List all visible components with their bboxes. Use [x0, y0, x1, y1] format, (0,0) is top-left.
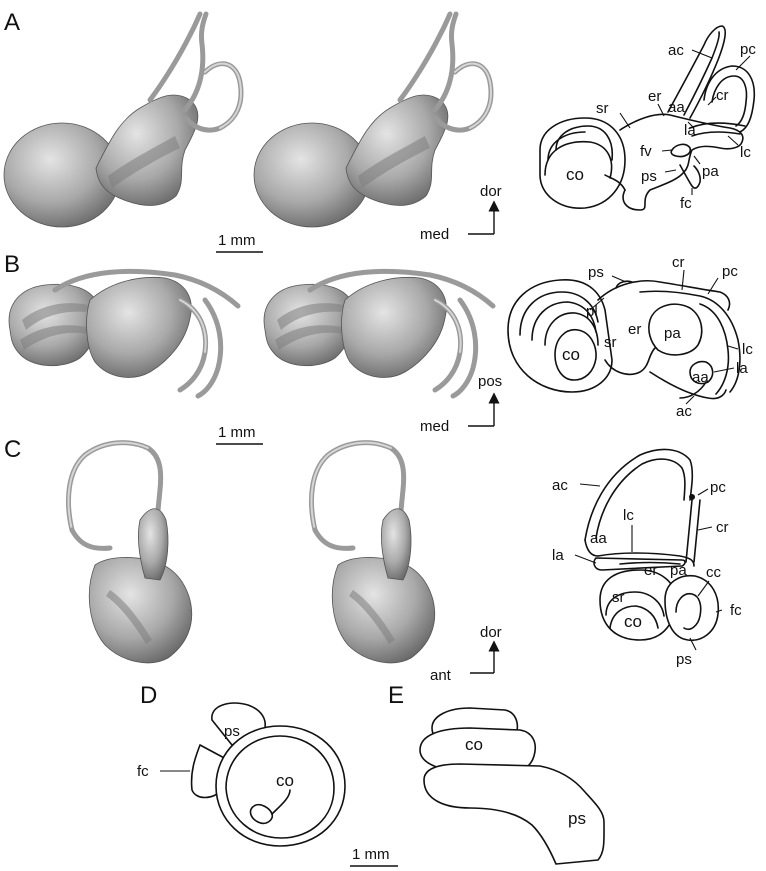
orientation-a-horizontal: med — [420, 226, 449, 243]
label-a-er: er — [648, 88, 661, 105]
panel-letter-a: A — [4, 9, 20, 36]
panel-c-drawing: ac pc lc cr aa la er pa cc sr fc co ps — [552, 448, 742, 668]
panel-d: D ps fc co 1 mm — [137, 682, 398, 867]
label-a-cr: cr — [716, 87, 729, 104]
panel-a-model-left — [4, 14, 241, 227]
orientation-c: dor ant — [430, 624, 502, 684]
label-b-la: la — [736, 360, 748, 377]
label-c-lc: lc — [623, 507, 634, 524]
panel-d-drawing: ps fc co — [137, 702, 346, 847]
panel-letter-e: E — [388, 682, 404, 709]
label-a-pc: pc — [740, 41, 756, 58]
label-b-cr: cr — [672, 254, 685, 271]
label-a-lc: lc — [740, 144, 751, 161]
panel-b: B 1 mm pos med — [4, 251, 753, 445]
label-c-sr: sr — [612, 589, 625, 606]
label-a-sr: sr — [596, 100, 609, 117]
orientation-b-horizontal: med — [420, 418, 449, 435]
label-a-ps: ps — [641, 168, 657, 185]
orientation-a-vertical: dor — [480, 183, 502, 200]
orientation-b-vertical: pos — [478, 373, 502, 390]
label-d-fc: fc — [137, 763, 149, 780]
panel-b-model-right — [264, 271, 493, 396]
label-b-sr: sr — [604, 334, 617, 351]
scale-bar-a: 1 mm — [216, 232, 263, 253]
label-a-co: co — [566, 165, 584, 184]
label-b-co: co — [562, 345, 580, 364]
label-b-aa: aa — [692, 369, 709, 386]
panel-c-model-right — [311, 443, 434, 663]
panel-c-model-left — [68, 443, 191, 663]
label-c-pc: pc — [710, 479, 726, 496]
label-c-ps: ps — [676, 651, 692, 668]
panel-a: A 1 mm dor med — [4, 9, 756, 253]
orientation-a: dor med — [420, 183, 502, 243]
panel-letter-b: B — [4, 251, 20, 278]
scale-bar-d: 1 mm — [350, 846, 398, 867]
panel-a-drawing: ac pc cr er aa sr la lc fv pa co ps fc — [539, 25, 756, 212]
panel-letter-c: C — [4, 436, 21, 463]
label-a-pa: pa — [702, 163, 719, 180]
label-a-fv: fv — [640, 143, 652, 160]
panel-b-drawing: ps cr pc pl er sr pa lc co la aa ac — [507, 254, 753, 420]
panel-c: C dor ant — [4, 436, 742, 684]
orientation-b: pos med — [420, 373, 502, 435]
scale-bar-a-label: 1 mm — [218, 232, 256, 249]
label-c-aa: aa — [590, 530, 607, 547]
label-b-ac: ac — [676, 403, 692, 420]
label-c-ac: ac — [552, 477, 568, 494]
label-c-er: er — [644, 562, 657, 579]
label-e-ps: ps — [568, 809, 586, 828]
label-b-er: er — [628, 321, 641, 338]
label-b-pc: pc — [722, 263, 738, 280]
label-b-ps: ps — [588, 264, 604, 281]
label-b-pl: pl — [586, 303, 598, 320]
label-d-ps: ps — [224, 723, 240, 740]
label-c-co: co — [624, 612, 642, 631]
label-e-co: co — [465, 735, 483, 754]
orientation-c-horizontal: ant — [430, 667, 452, 684]
label-c-cr: cr — [716, 519, 729, 536]
label-c-pa: pa — [670, 562, 687, 579]
label-b-pa: pa — [664, 325, 681, 342]
label-a-la: la — [684, 122, 696, 139]
panel-b-model-left — [9, 271, 238, 396]
panel-e: E co ps — [388, 682, 605, 865]
panel-e-drawing: co ps — [419, 707, 605, 865]
label-c-la: la — [552, 547, 564, 564]
label-c-cc: cc — [706, 564, 722, 581]
panel-a-model-right — [254, 14, 491, 227]
label-c-fc: fc — [730, 602, 742, 619]
label-a-aa: aa — [668, 99, 685, 116]
label-a-fc: fc — [680, 195, 692, 212]
scale-bar-b-label: 1 mm — [218, 424, 256, 441]
panel-letter-d: D — [140, 682, 157, 709]
scale-bar-b: 1 mm — [216, 424, 263, 445]
scale-bar-d-label: 1 mm — [352, 846, 390, 863]
label-d-co: co — [276, 771, 294, 790]
orientation-c-vertical: dor — [480, 624, 502, 641]
label-a-ac: ac — [668, 42, 684, 59]
label-b-lc: lc — [742, 341, 753, 358]
